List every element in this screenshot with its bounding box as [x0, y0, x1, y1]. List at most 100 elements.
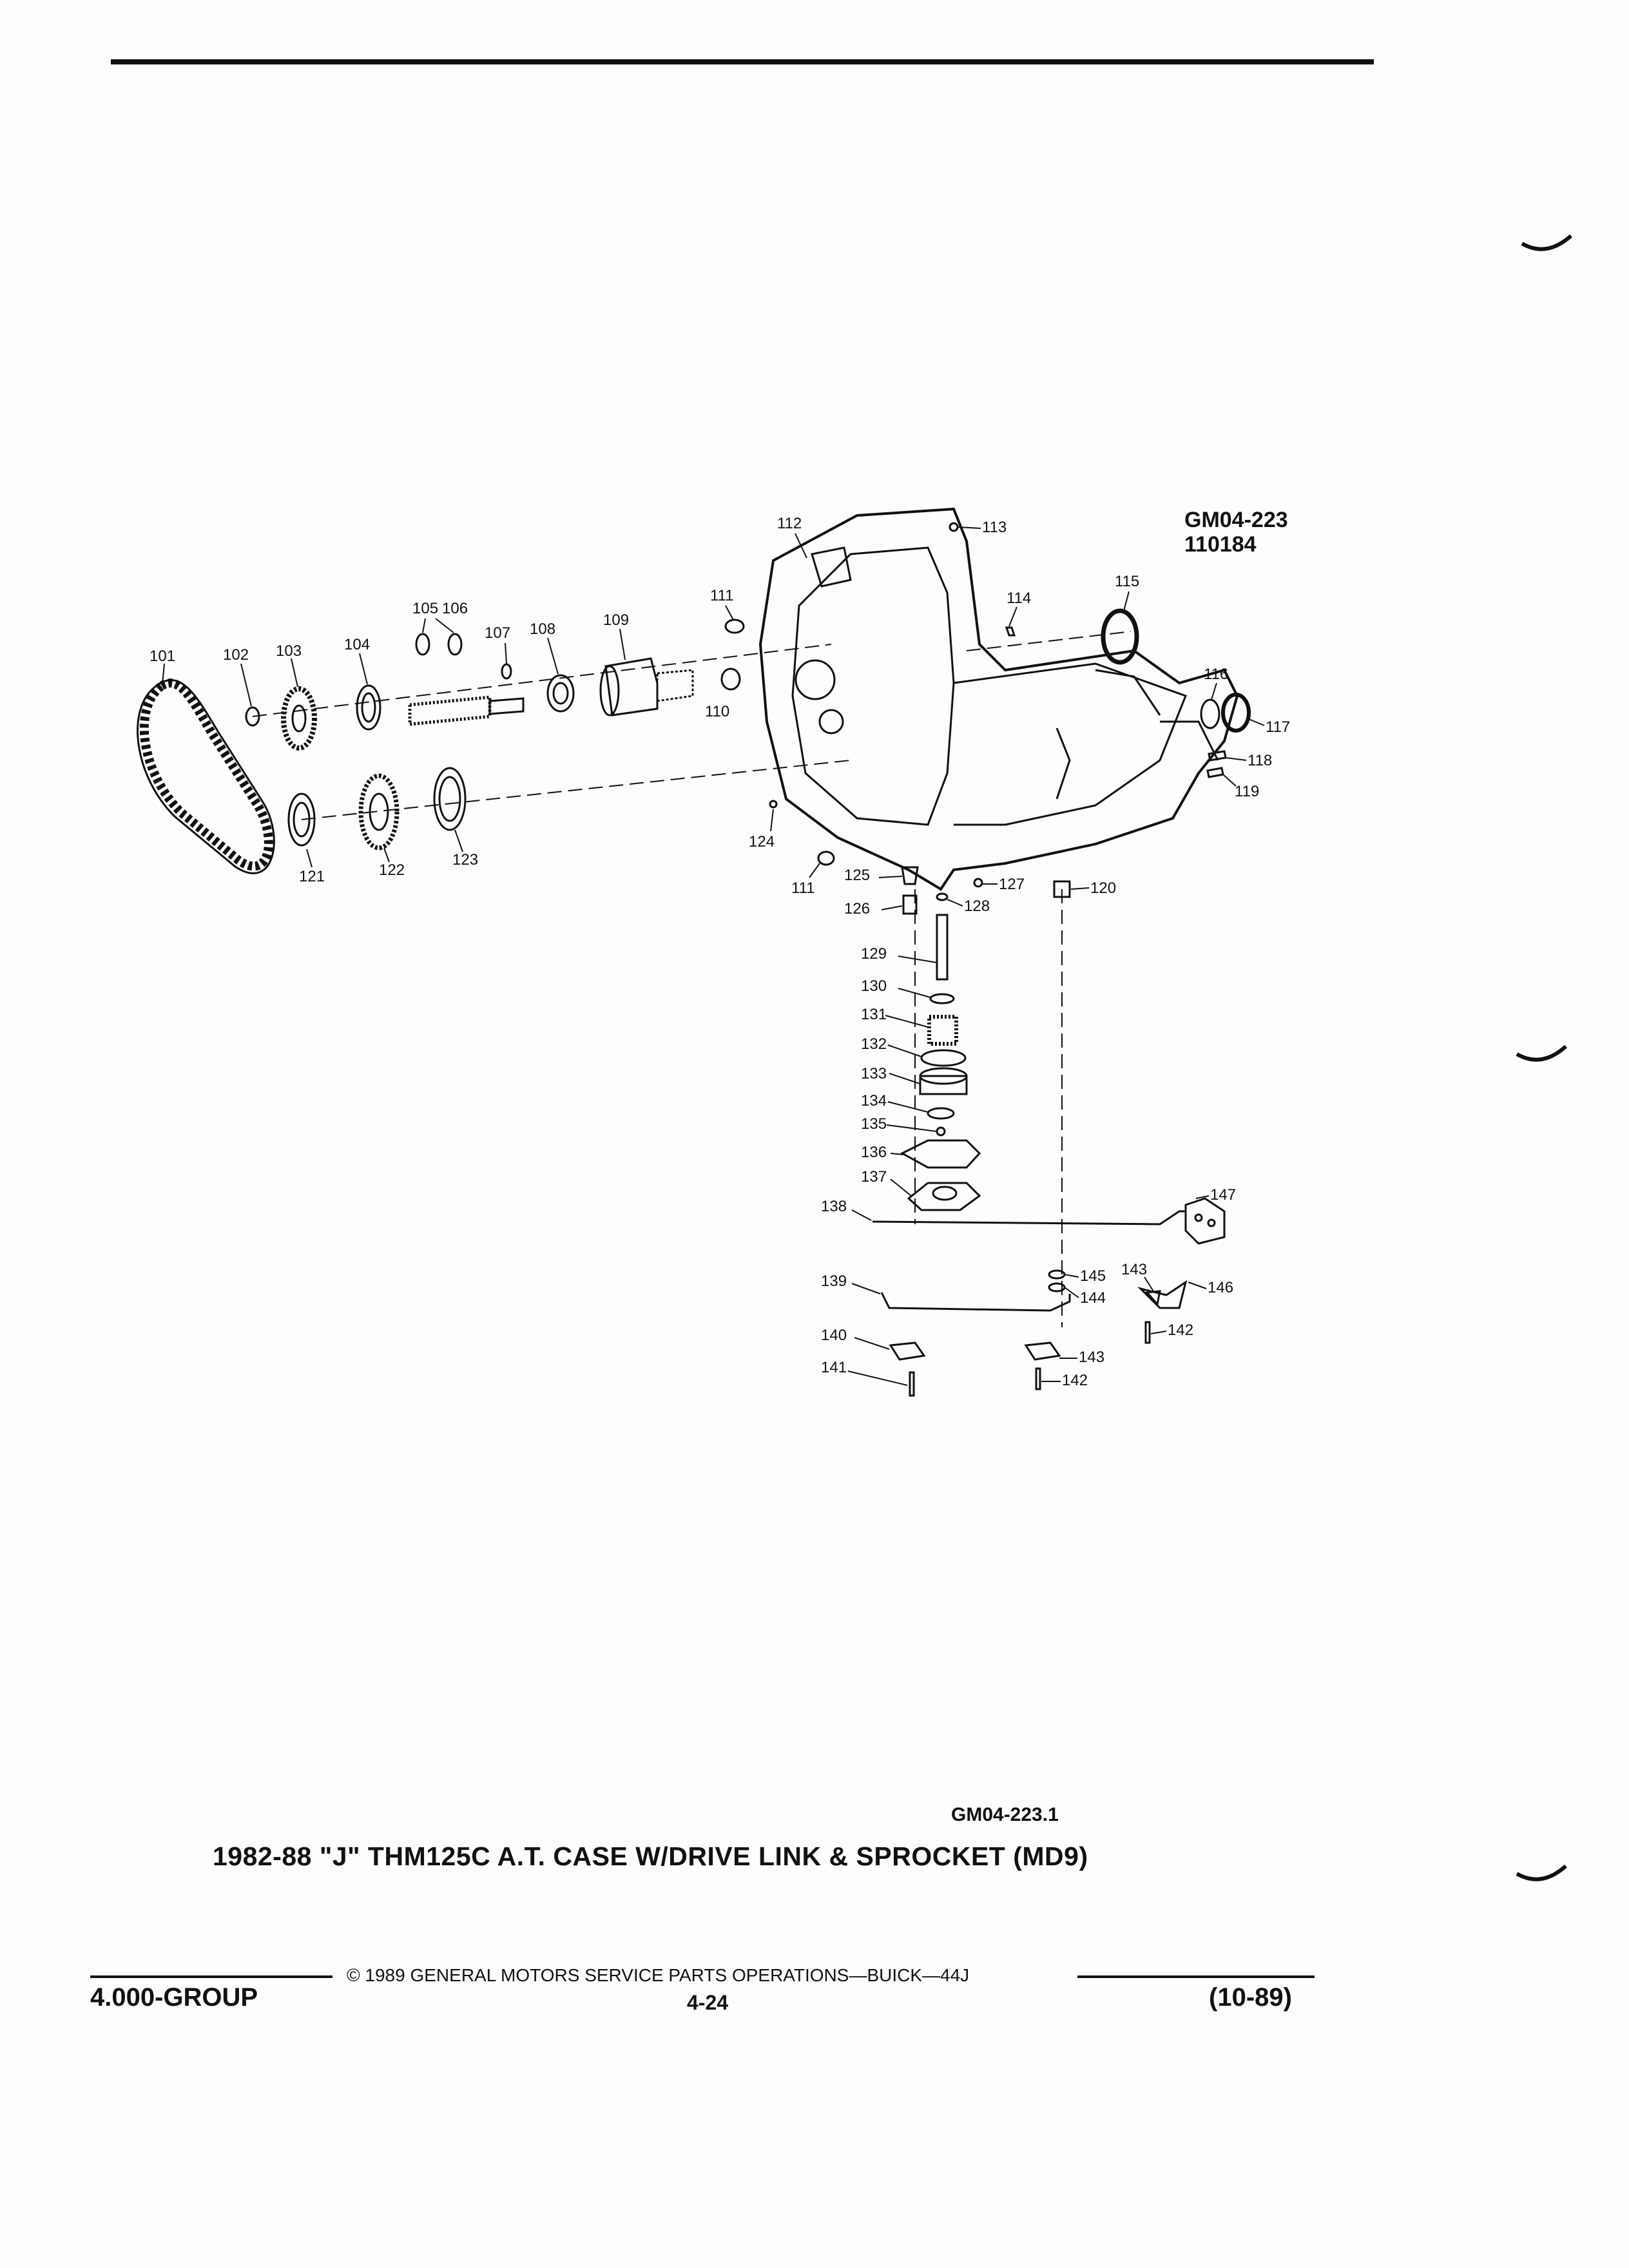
- part-114-bolt: [1005, 626, 1016, 637]
- callout-142-lower: 142: [1062, 1372, 1088, 1389]
- callout-126: 126: [844, 900, 870, 918]
- callout-142-upper: 142: [1168, 1321, 1193, 1339]
- figure-code-top: GM04-223: [1184, 508, 1288, 532]
- part-138-rod: [872, 1210, 1186, 1225]
- part-122-gear: [358, 773, 400, 850]
- callout-133: 133: [861, 1065, 887, 1082]
- drive-link-chain: [137, 678, 275, 874]
- callout-122: 122: [379, 861, 405, 879]
- servo-stack: [900, 914, 981, 1211]
- callout-137: 137: [861, 1168, 887, 1186]
- case-small-parts: [724, 522, 1251, 915]
- part-143-retainer: [1024, 1341, 1061, 1361]
- part-108-bearing: [546, 674, 575, 713]
- part-111-pin: [724, 619, 745, 634]
- callout-121: 121: [299, 868, 325, 885]
- callout-136: 136: [861, 1144, 887, 1161]
- callout-106: 106: [442, 600, 468, 617]
- part-139-rod: [880, 1292, 1071, 1312]
- callout-139: 139: [821, 1273, 847, 1290]
- callout-101: 101: [149, 648, 175, 665]
- part-134-ring: [927, 1107, 955, 1120]
- part-116-bearing: [1200, 698, 1220, 729]
- part-107-clip: [501, 663, 512, 680]
- part-shaft: [488, 697, 525, 715]
- part-142-bolt: [1035, 1367, 1041, 1390]
- callout-125: 125: [844, 867, 870, 884]
- callout-132: 132: [861, 1035, 887, 1053]
- callout-103: 103: [276, 642, 302, 660]
- figure-code-number: 110184: [1184, 532, 1257, 557]
- callout-116: 116: [1204, 666, 1228, 683]
- transmission-case: [758, 507, 1239, 891]
- part-123-washer: [433, 767, 467, 831]
- figure-code-bottom: GM04-223.1: [951, 1804, 1059, 1825]
- linkage-parts: [872, 1197, 1226, 1397]
- part-shaft-splines: [408, 695, 492, 726]
- part-143-clip-upper: [1144, 1290, 1161, 1307]
- part-132-ring: [920, 1049, 967, 1067]
- part-106-ring: [447, 633, 463, 656]
- callout-129: 129: [861, 945, 887, 963]
- part-109-drum: [604, 657, 659, 716]
- part-140-retainer: [889, 1341, 926, 1361]
- part-125-fitting: [901, 866, 919, 885]
- part-126-sleeve: [902, 894, 918, 915]
- callout-143-upper: 143: [1121, 1261, 1147, 1278]
- part-103-hub: [291, 704, 307, 733]
- callout-114: 114: [1007, 590, 1031, 607]
- callout-105: 105: [412, 600, 438, 617]
- callout-134: 134: [861, 1092, 887, 1110]
- part-119-plug: [1206, 767, 1224, 778]
- figure-title: 1982-88 "J" THM125C A.T. CASE W/DRIVE LI…: [213, 1841, 1088, 1871]
- callout-118: 118: [1248, 752, 1272, 769]
- callout-123: 123: [452, 851, 478, 869]
- footer-rule-left: [90, 1975, 333, 1978]
- callout-141: 141: [821, 1359, 847, 1376]
- footer-rule-right: [1077, 1975, 1315, 1978]
- callout-107: 107: [485, 624, 510, 642]
- binder-hole-mark: [1516, 1864, 1567, 1881]
- callout-120: 120: [1090, 879, 1116, 897]
- callout-112: 112: [777, 515, 802, 532]
- part-135-clip: [936, 1126, 946, 1137]
- callout-145: 145: [1080, 1267, 1106, 1285]
- callout-140: 140: [821, 1327, 847, 1344]
- center-lines: [252, 631, 1132, 1327]
- callout-128: 128: [964, 898, 990, 915]
- callout-131: 131: [861, 1006, 887, 1023]
- callout-111-lower: 111: [791, 879, 815, 897]
- part-111-pin-lower: [817, 850, 835, 866]
- part-136-gasket: [900, 1139, 981, 1169]
- part-137-cover: [907, 1182, 981, 1211]
- callout-labels: 101 102 103 104 105 106 107 108 109 110 …: [149, 515, 1290, 1389]
- binder-hole-mark: [1521, 234, 1572, 251]
- lower-shaft-parts: [287, 767, 467, 850]
- callout-138: 138: [821, 1198, 847, 1215]
- part-129-rod: [936, 914, 949, 981]
- part-109-splines: [656, 669, 694, 702]
- callout-119: 119: [1235, 783, 1259, 800]
- callout-104: 104: [344, 636, 370, 653]
- part-115-seal: [1101, 608, 1139, 665]
- footer-copyright: © 1989 GENERAL MOTORS SERVICE PARTS OPER…: [347, 1965, 970, 1985]
- part-142-bolt-upper: [1144, 1321, 1151, 1344]
- footer-page-number: 4-24: [687, 1991, 729, 2014]
- callout-124: 124: [749, 833, 775, 850]
- part-131-spring: [927, 1015, 958, 1046]
- part-103-sprocket: [281, 686, 317, 751]
- part-121-washer: [287, 793, 316, 847]
- part-146-bracket: [1137, 1280, 1188, 1309]
- part-130-washer: [929, 993, 955, 1004]
- part-117-seal: [1221, 693, 1251, 733]
- callout-135: 135: [861, 1115, 887, 1133]
- leader-lines: [162, 526, 1265, 1386]
- part-127-ball: [973, 878, 983, 888]
- callout-108: 108: [530, 620, 555, 638]
- figure-code-block: GM04-223 110184: [1184, 508, 1288, 557]
- part-102-washer: [245, 706, 260, 727]
- callout-102: 102: [223, 646, 249, 664]
- callout-115: 115: [1115, 573, 1139, 590]
